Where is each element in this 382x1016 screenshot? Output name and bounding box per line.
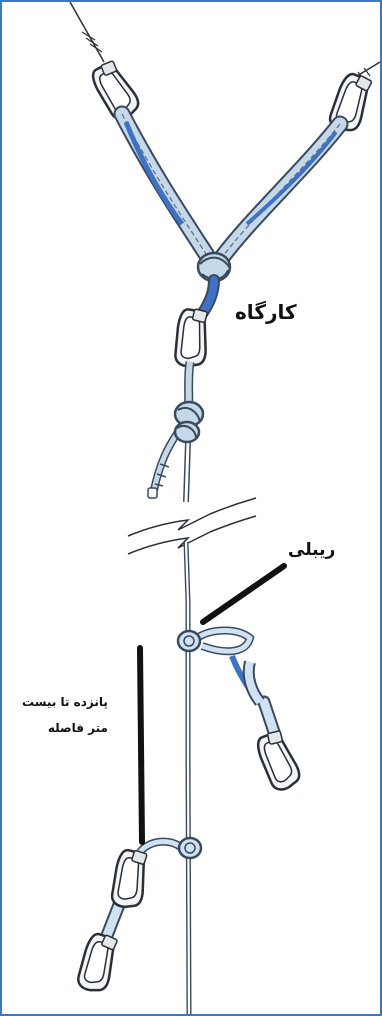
distance-label-line1: پانزده تا بیست xyxy=(22,689,108,715)
distance-label: پانزده تا بیست متر فاصله xyxy=(22,689,108,741)
rebelay-lower-top-carabiner xyxy=(105,846,155,911)
rebelay-upper xyxy=(178,631,276,739)
anchor-label: کارگاه xyxy=(235,300,297,324)
master-carabiner xyxy=(169,306,216,370)
rebelay-upper-carabiner xyxy=(255,729,302,793)
figure-eight-knot xyxy=(175,402,203,442)
anchor-sling-left xyxy=(122,114,210,260)
rebelay-lower-carabiner xyxy=(71,930,125,996)
rebelay-label: ریبلی xyxy=(288,540,335,560)
break-symbol xyxy=(128,498,256,554)
distance-marker-line xyxy=(140,648,142,842)
anchor-cable-left xyxy=(70,2,104,62)
main-rope-lower xyxy=(186,542,189,1014)
rebelay-pointer-line xyxy=(203,566,284,622)
anchor-sling-right xyxy=(220,124,340,260)
distance-label-line2: متر فاصله xyxy=(22,715,108,741)
